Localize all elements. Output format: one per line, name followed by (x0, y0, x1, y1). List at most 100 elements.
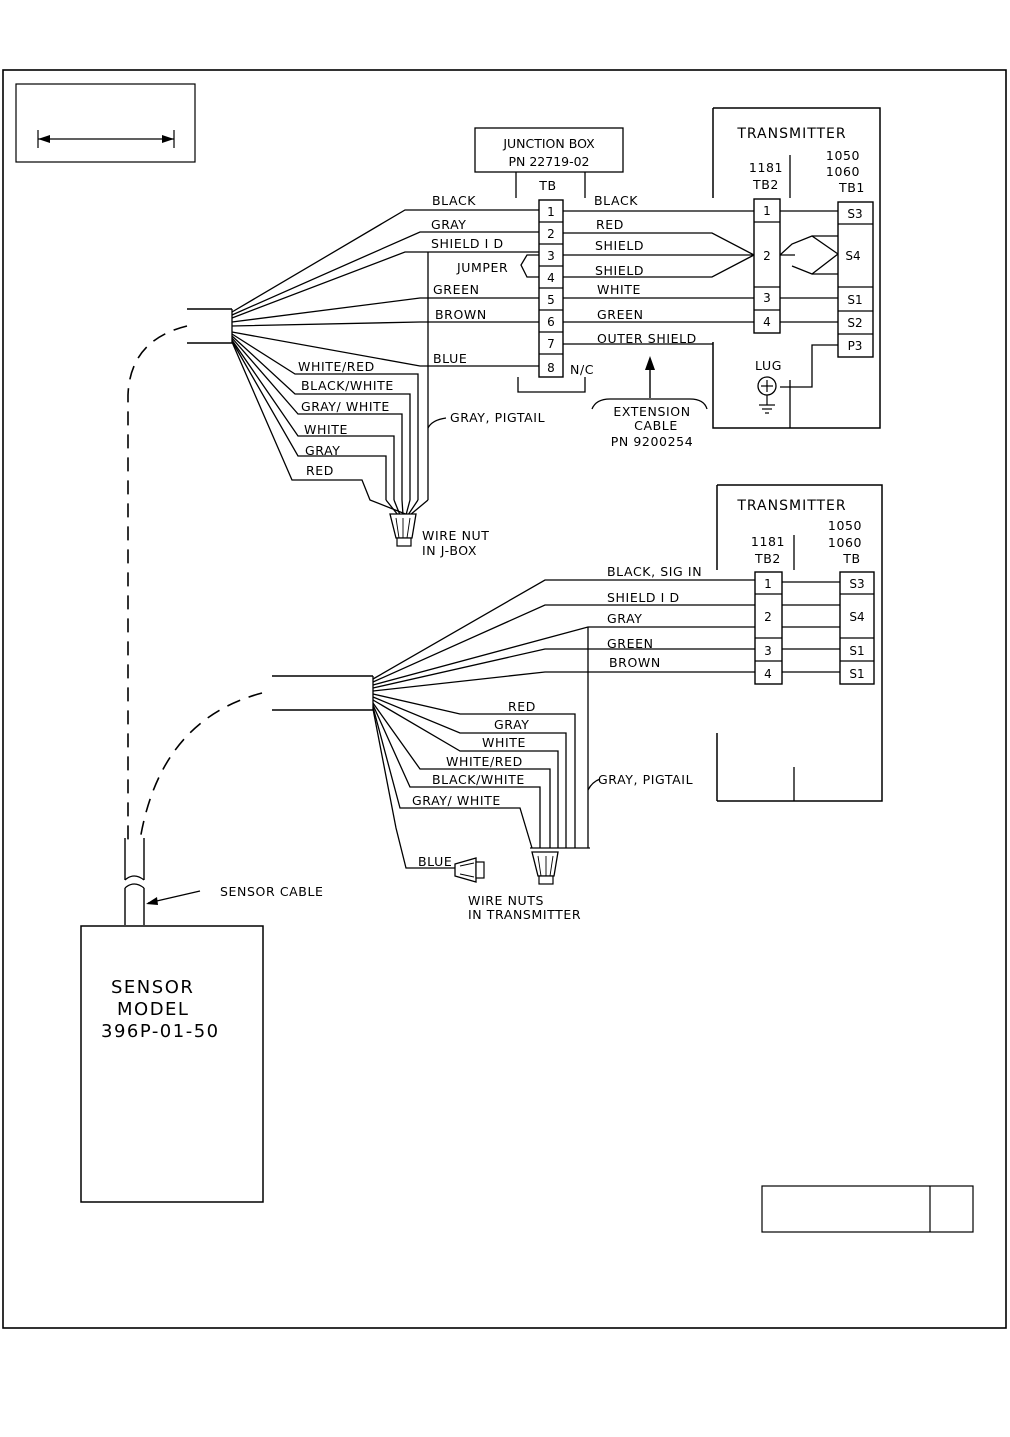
bottom-nut-red: RED (508, 699, 536, 714)
junction-box-title: JUNCTION BOX (502, 136, 595, 151)
bottom-tb2-terminal-3: 3 (764, 644, 772, 658)
jbox-terminal-5: 5 (547, 293, 555, 307)
ext-wire-white: WHITE (597, 282, 641, 297)
top-tb1-terminal-s3: S3 (847, 207, 862, 221)
top-cable-end (187, 308, 233, 344)
jbox-terminal-8: 8 (547, 361, 555, 375)
top-wire-nut-icon (389, 513, 417, 547)
blue-wire-nut-icon (454, 857, 485, 883)
jbox-tb-label: TB (538, 178, 556, 193)
transmitter-top-tb1: TB1 (838, 180, 865, 195)
top-sensor-wires (231, 209, 539, 500)
bottom-blue-label: BLUE (418, 854, 452, 869)
top-nut-black-white: BLACK/WHITE (301, 378, 394, 393)
transmitter-bottom-tb-strip: S3 S4 S1 S1 (839, 571, 875, 685)
bottom-tb2-terminal-2: 2 (764, 610, 772, 624)
transmitter-top-tb2: TB2 (752, 177, 779, 192)
extension-cable-label-2: CABLE (634, 418, 678, 433)
jbox-terminal-7: 7 (547, 337, 555, 351)
ext-wire-red: RED (596, 217, 624, 232)
jbox-terminal-3: 3 (547, 249, 555, 263)
top-wire-brown: BROWN (435, 307, 487, 322)
bottom-tb-terminal-s4: S4 (849, 610, 864, 624)
bottom-wire-green: GREEN (607, 636, 654, 651)
top-wire-black: BLACK (432, 193, 476, 208)
top-tb2-terminal-1: 1 (763, 204, 771, 218)
transmitter-top-tb2-strip: 1 2 3 4 (753, 198, 781, 334)
page-frame (2, 69, 1007, 1329)
title-block (761, 1185, 974, 1233)
sensor-cable-stub (124, 838, 145, 925)
sensor-line3: 396P-01-50 (101, 1021, 220, 1042)
wire-nut-jbox-line2: IN J-BOX (422, 543, 477, 558)
top-tb2-terminal-3: 3 (763, 291, 771, 305)
transmitter-bottom-tb2-strip: 1 2 3 4 (754, 571, 783, 685)
bottom-wire-shield-id: SHIELD I D (607, 590, 680, 605)
bottom-wire-brown: BROWN (609, 655, 661, 670)
bottom-nut-gray-white: GRAY/ WHITE (412, 793, 501, 808)
jbox-terminal-1: 1 (547, 205, 555, 219)
transmitter-bottom-tb: TB (842, 551, 860, 566)
bottom-wire-gray: GRAY (607, 611, 642, 626)
bottom-tb2-terminal-4: 4 (764, 667, 772, 681)
extension-cable-wires (563, 210, 755, 345)
ext-wire-black: BLACK (594, 193, 638, 208)
bottom-cable-end (272, 675, 374, 711)
ext-wire-green: GREEN (597, 307, 644, 322)
top-wire-gray: GRAY (431, 217, 466, 232)
transmitter-top-1060: 1060 (826, 164, 860, 179)
top-sensor-cable-dashed (127, 325, 188, 840)
bottom-wire-black-sig-in: BLACK, SIG IN (607, 564, 702, 579)
top-tb1-terminal-p3: P3 (848, 339, 863, 353)
top-wire-shield-id: SHIELD I D (431, 236, 504, 251)
transmitter-bottom-1181: 1181 (751, 534, 785, 549)
top-nut-gray: GRAY (305, 443, 340, 458)
wire-nuts-transmitter-line2: IN TRANSMITTER (468, 907, 581, 922)
top-tb2-terminal-4: 4 (763, 315, 771, 329)
top-wire-blue: BLUE (433, 351, 467, 366)
top-wire-green: GREEN (433, 282, 480, 297)
wire-nut-jbox-line1: WIRE NUT (422, 528, 490, 543)
transmitter-top-tb1-strip: S3 S4 S1 S2 P3 (837, 201, 874, 358)
bottom-nut-white: WHITE (482, 735, 526, 750)
bottom-wire-nut-icon (530, 847, 590, 885)
scale-box (15, 83, 196, 163)
lug-label: LUG (755, 358, 782, 373)
transmitter-top-1050: 1050 (826, 148, 860, 163)
lug-ground-icon: LUG (755, 358, 782, 414)
top-tb1-terminal-s2: S2 (847, 316, 862, 330)
transmitter-bottom-1050: 1050 (828, 518, 862, 533)
jbox-terminal-2: 2 (547, 227, 555, 241)
junction-box-label: JUNCTION BOX PN 22719-02 TB (474, 127, 624, 198)
transmitter-bottom-title: TRANSMITTER (736, 498, 846, 514)
top-wirenut-wires (231, 333, 429, 516)
top-nut-red: RED (306, 463, 334, 478)
bottom-gray-pigtail: GRAY, PIGTAIL (598, 772, 693, 787)
top-tb1-terminal-s4: S4 (845, 249, 860, 263)
bottom-wirenut-wires (372, 693, 576, 869)
sensor-line1: SENSOR (111, 977, 194, 998)
bottom-tb-terminal-s1a: S1 (849, 644, 864, 658)
transmitter-bottom-tb2: TB2 (754, 551, 781, 566)
transmitter-bottom-1060: 1060 (828, 535, 862, 550)
extension-cable-label-1: EXTENSION (613, 404, 690, 419)
top-nut-white: WHITE (304, 422, 348, 437)
jbox-terminal-strip: 1 2 3 4 5 6 7 8 (538, 199, 564, 378)
extension-cable-arrow (591, 356, 708, 410)
bottom-sensor-wires (372, 579, 755, 848)
junction-box-pn: PN 22719-02 (508, 154, 589, 169)
bottom-nut-black-white: BLACK/WHITE (432, 772, 525, 787)
sensor-body (80, 925, 264, 1203)
bottom-tb2-tb-wires (782, 581, 840, 673)
ext-wire-shield-2: SHIELD (595, 263, 644, 278)
ext-wire-outer-shield: OUTER SHIELD (597, 331, 697, 346)
transmitter-bottom-enclosure: TRANSMITTER 1050 1181 1060 TB2 TB (716, 484, 883, 802)
bottom-tb-terminal-s3: S3 (849, 577, 864, 591)
bottom-tb2-terminal-1: 1 (764, 577, 772, 591)
sensor-cable-label: SENSOR CABLE (220, 884, 324, 899)
wire-nuts-transmitter-line1: WIRE NUTS (468, 893, 544, 908)
transmitter-top-title: TRANSMITTER (736, 126, 846, 142)
top-tb1-terminal-s1: S1 (847, 293, 862, 307)
bottom-tb-terminal-s1b: S1 (849, 667, 864, 681)
jbox-terminal-6: 6 (547, 315, 555, 329)
